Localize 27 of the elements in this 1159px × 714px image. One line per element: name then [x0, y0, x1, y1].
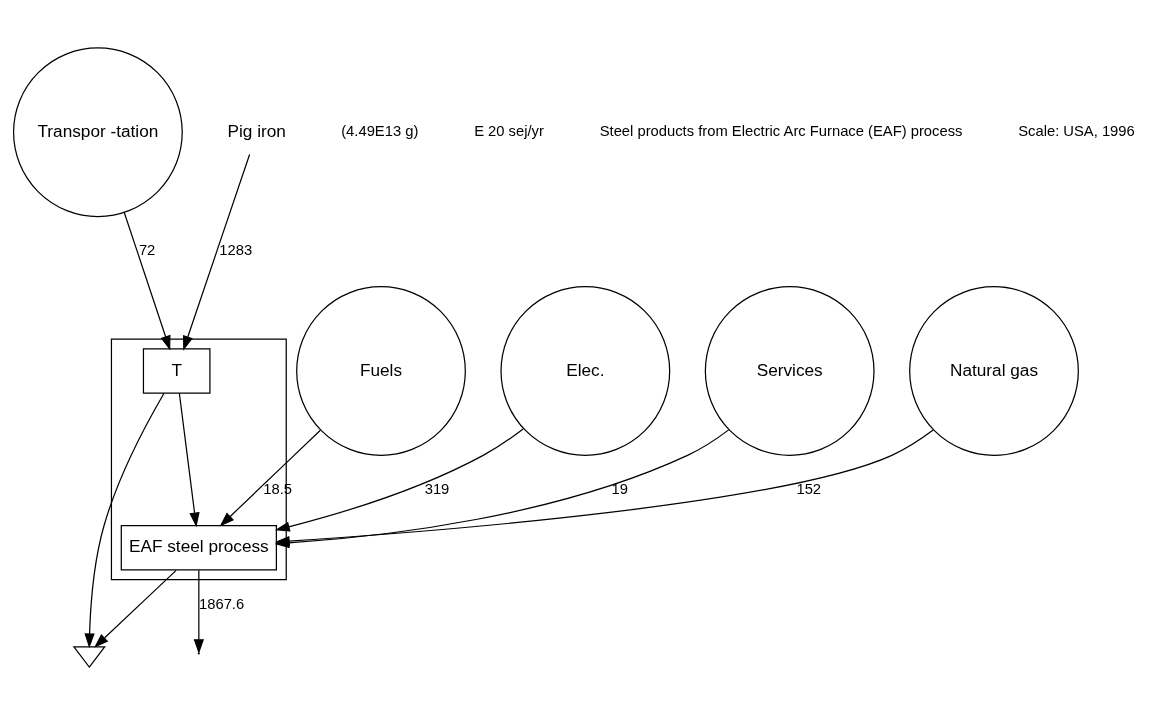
edge-label: 19 [611, 480, 629, 497]
arrow [219, 429, 321, 526]
edge-label: 319 [424, 480, 450, 497]
label: E 20 sej/yr [474, 122, 544, 139]
node-text: Pig iron [227, 120, 286, 141]
arrow [94, 569, 177, 648]
label: Steel products from Electric Arc Furnace (EAF) process [599, 122, 963, 139]
edge-label: 152 [796, 480, 822, 497]
label: Scale: USA, 1996 [1018, 122, 1135, 139]
arrow [84, 392, 165, 648]
node-box: EAF steel process [120, 524, 277, 570]
node-circle: Elec. [500, 285, 671, 456]
arrow [123, 211, 171, 350]
label: (4.49E13 g) [341, 122, 419, 139]
node-circle: Services [704, 285, 875, 456]
node-circle: Fuels [296, 285, 466, 456]
node-ground [72, 645, 106, 668]
edge-label: 1867.6 [199, 595, 245, 612]
arrow [183, 153, 251, 351]
edge-label: 1283 [219, 241, 253, 258]
node-box: T [142, 347, 211, 394]
node-circle: Natural gas [909, 285, 1079, 456]
edge-label: 72 [138, 241, 156, 258]
arrow [193, 569, 204, 654]
arrow [178, 392, 200, 527]
arrow [275, 427, 524, 532]
node-circle: Transpor -tation [12, 46, 183, 217]
